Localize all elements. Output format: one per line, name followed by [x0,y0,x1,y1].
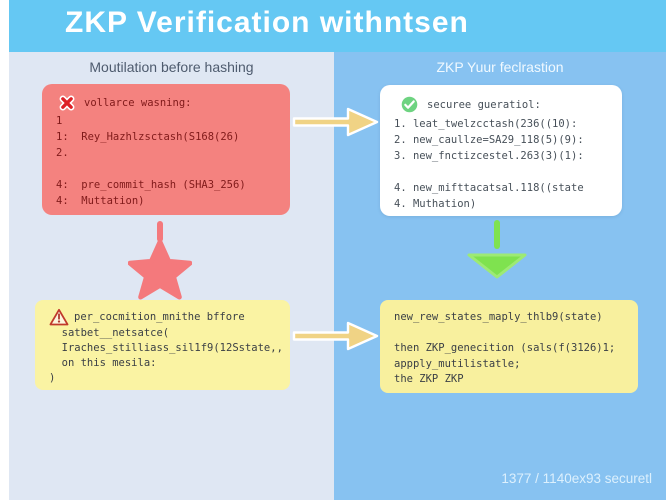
x-cross-icon [59,95,75,111]
success-heading: securee gueratiol: [427,98,541,111]
arrow-right-icon-bottom [292,321,379,351]
code-line: 4. Muthation) [394,198,477,210]
star-connector-line [157,221,163,242]
result-code-lines: new_rew_states_maply_thlb9(state) then Z… [394,310,628,388]
code-line [394,164,612,180]
code-line: 4. new_mifttacatsal.118((state [394,182,584,194]
page-title: ZKP Verification withntsen [65,6,469,39]
code-line [394,326,628,342]
title-bar: ZKP Verification withntsen [9,0,666,52]
code-line: ) [49,372,56,384]
warning-triangle-icon [49,308,69,326]
code-line [56,161,280,177]
code-line: 3. new_fnctizcestel.263(3)(1): [394,150,584,162]
warning-code-lines: satbet__netsatce( Iraches_stilliass_sil1… [49,326,283,386]
star-icon [128,239,192,300]
error-code-lines: 1 1: Rey_Hazhlzsctash(S168(26) 2. 4: pre_c… [56,113,280,209]
result-box: new_rew_states_maply_thlb9(state) then Z… [380,300,638,393]
code-line: 1. leat_twelzcctash(236((10): [394,118,578,130]
success-box: securee gueratiol: 1. leat_twelzcctash(2… [380,85,622,216]
code-line: then ZKP_genecition (sals(f(3126)1; [394,342,616,354]
right-panel-title: ZKP Yuur feclrastion [436,59,564,75]
error-box: vollarce wasning: 1 1: Rey_Hazhlzsctash(S… [42,84,290,215]
down-triangle-icon [467,253,527,279]
code-line: 4: Muttation) [56,195,145,207]
code-line: Iraches_stilliass_sil1f9(12Sstate,, [49,342,283,354]
success-box-header: securee gueratiol: [394,95,612,114]
code-line: appply_mutilistatle; [394,357,521,370]
code-line: 2. [56,147,69,159]
check-circle-icon [400,95,419,114]
code-line: satbet__netsatce( [49,327,170,339]
code-line: 2. new_caullze=SA29_118(5)(9): [394,134,584,146]
code-line: 1 [56,115,63,127]
warning-box-header: per_cocmition_mnithe bffore [49,308,280,326]
success-code-lines: 1. leat_twelzcctash(236((10): 2. new_caul… [394,116,612,212]
code-line: the ZKP ZKP [394,373,464,385]
green-connector-line [494,220,500,249]
error-box-header: vollarce wasning: [56,94,280,112]
code-line: new_rew_states_maply_thlb9(state) [394,311,603,323]
code-line: on this mesila: [49,357,157,369]
left-panel-title: Moutilation before hashing [89,59,254,75]
code-line: 4: pre_commit_hash (SHA3_256) [56,179,246,191]
warning-heading: per_cocmition_mnithe bffore [74,311,245,323]
arrow-right-icon-top [292,107,379,137]
error-heading: vollarce wasning: [84,97,192,109]
footer-note: 1377 / 1140ex93 securetl [501,471,652,486]
code-line: 1: Rey_Hazhlzsctash(S168(26) [56,131,240,143]
warning-box: per_cocmition_mnithe bffore satbet__nets… [35,300,290,390]
